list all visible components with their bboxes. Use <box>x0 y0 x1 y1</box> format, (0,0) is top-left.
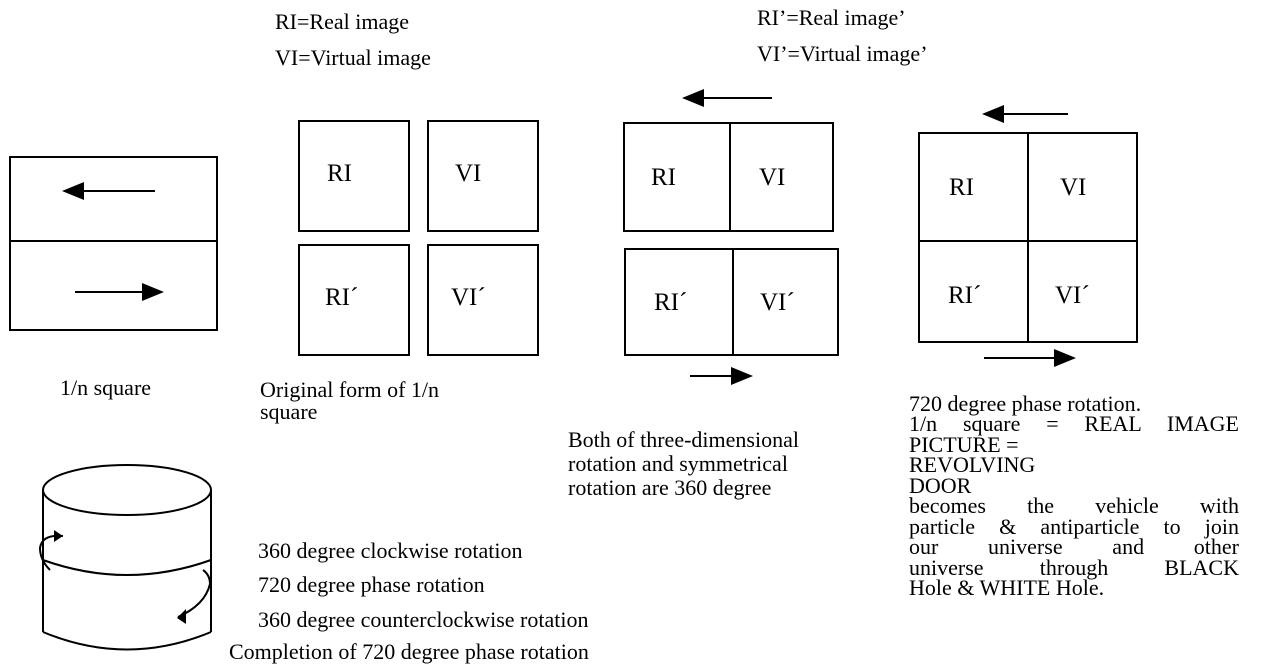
original-vi-label: VI <box>455 160 482 187</box>
split-caption-line3: rotation are 360 degree <box>568 475 772 500</box>
combined-caption: 720 degree phase rotation. 1/n square = … <box>909 391 1239 601</box>
original-vi-prime-box <box>427 244 539 356</box>
split-bottom-divider <box>732 248 734 356</box>
cylinder-right-rotation-arrowhead <box>177 609 186 624</box>
combined-vi-prime-label: VI´ <box>1055 282 1090 309</box>
square-divider <box>9 240 218 242</box>
split-ri-label: RI <box>651 164 676 191</box>
square-caption: 1/n square <box>60 375 152 400</box>
split-caption-line2: rotation and symmetrical <box>568 451 788 476</box>
legend-real-image-prime: RI’=Real image’ <box>757 5 906 30</box>
split-bottom-box <box>624 248 839 356</box>
combined-caption-line3: PICTURE = <box>909 431 1019 457</box>
cylinder-icon <box>38 464 212 651</box>
split-caption-line1: Both of three-dimensional <box>568 427 799 452</box>
split-bottom-arrow <box>690 367 753 385</box>
original-vi-box <box>427 120 539 232</box>
combined-caption-line9: Hole & WHITE Hole. <box>909 575 1105 601</box>
square-left-arrow <box>62 182 155 200</box>
rotation-completion: Completion of 720 degree phase rotation <box>229 639 589 664</box>
split-vi-label: VI <box>759 164 786 191</box>
rotation-item-clockwise: 360 degree clockwise rotation <box>258 538 523 563</box>
combined-horizontal-divider <box>918 240 1138 242</box>
combined-vi-label: VI <box>1060 174 1087 201</box>
square-panel <box>9 156 218 331</box>
rotation-item-counterclockwise: 360 degree counterclockwise rotation <box>258 607 589 632</box>
original-ri-prime-box <box>298 244 410 356</box>
combined-top-arrow <box>982 105 1068 123</box>
combined-caption-line2: 1/n square = REAL IMAGE <box>909 411 1239 437</box>
combined-caption-line7: our universe and other <box>909 534 1239 560</box>
cylinder-right-rotation-arrow <box>177 569 212 618</box>
combined-caption-line5: becomes the vehicle with <box>909 493 1239 519</box>
combined-bottom-arrow <box>984 349 1076 367</box>
original-ri-label: RI <box>327 160 352 187</box>
cylinder-left-rotation-arrowhead <box>54 530 63 542</box>
combined-caption-line4: REVOLVING DOOR <box>909 452 1036 498</box>
legend-virtual-image: VI=Virtual image <box>275 45 431 70</box>
original-caption-line2: square <box>260 399 318 424</box>
split-vi-prime-label: VI´ <box>760 289 795 316</box>
split-top-divider <box>729 122 731 232</box>
rotation-item-phase: 720 degree phase rotation <box>258 572 485 597</box>
original-vi-prime-label: VI´ <box>451 284 486 311</box>
split-ri-prime-label: RI´ <box>654 289 688 316</box>
cylinder-left-rotation-arrow <box>38 534 64 571</box>
square-right-arrow <box>75 283 164 301</box>
original-ri-prime-label: RI´ <box>325 284 359 311</box>
combined-ri-prime-label: RI´ <box>948 282 982 309</box>
combined-ri-label: RI <box>949 174 974 201</box>
split-top-box <box>623 122 834 232</box>
original-ri-box <box>298 120 410 232</box>
split-top-arrow <box>682 89 772 107</box>
original-caption-line1: Original form of 1/n <box>260 377 440 402</box>
combined-caption-line1: 720 degree phase rotation. <box>909 391 1142 416</box>
legend-virtual-image-prime: VI’=Virtual image’ <box>757 41 928 66</box>
combined-caption-line6: particle & antiparticle to join <box>909 513 1239 539</box>
combined-caption-line8: universe through BLACK <box>909 554 1239 580</box>
combined-vertical-divider <box>1027 132 1029 343</box>
legend-real-image: RI=Real image <box>275 9 409 34</box>
